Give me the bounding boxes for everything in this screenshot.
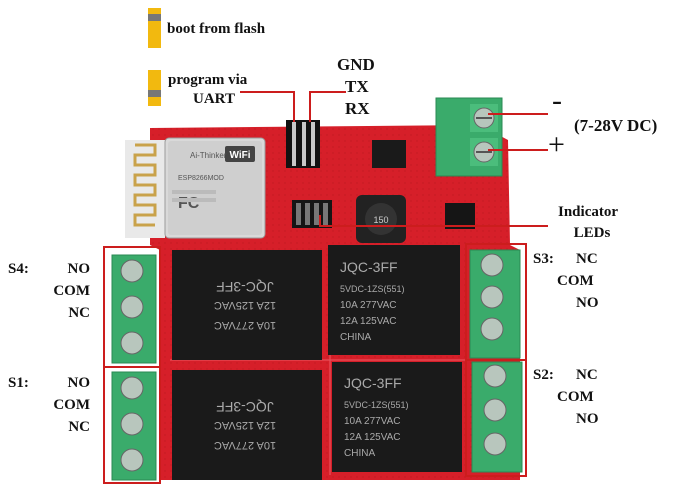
s3-pin-1: NC <box>576 251 598 267</box>
svg-text:12A 125VAC: 12A 125VAC <box>214 419 276 431</box>
svg-text:10A 277VAC: 10A 277VAC <box>340 300 397 311</box>
s3-pin-2: COM <box>557 273 594 289</box>
s2-pin-3: NO <box>576 411 599 427</box>
relay-top-right: JQC-3FF 5VDC-1ZS(551) 10A 277VAC 12A 125… <box>328 245 460 355</box>
terminal-block-s2 <box>471 361 523 473</box>
terminal-block-s4 <box>111 254 157 364</box>
plus-sign: + <box>548 128 565 161</box>
s4-pin-3: NC <box>68 305 90 321</box>
uart-label: UART <box>193 91 235 107</box>
svg-text:12A 125VAC: 12A 125VAC <box>344 432 401 443</box>
s2-pin-2: COM <box>557 389 594 405</box>
terminal-block-s1 <box>111 371 157 481</box>
minus-sign: - <box>552 84 562 117</box>
s1-pin-3: NC <box>68 419 90 435</box>
terminal-outlines <box>103 243 527 484</box>
rx-label: RX <box>345 99 370 118</box>
svg-text:12A 125VAC: 12A 125VAC <box>340 316 397 327</box>
s1-pin-1: NO <box>67 375 91 391</box>
svg-text:CHINA: CHINA <box>344 448 375 459</box>
svg-text:JQC-3FF: JQC-3FF <box>344 375 402 391</box>
s4-label: S4: <box>8 261 29 277</box>
jumper-legend <box>148 8 161 106</box>
leds-label: LEDs <box>573 225 611 241</box>
svg-text:CHINA: CHINA <box>340 332 371 343</box>
svg-text:JQC-3FF: JQC-3FF <box>216 279 274 295</box>
voltage-label: (7-28V DC) <box>574 116 658 135</box>
tx-label: TX <box>345 77 369 96</box>
s4-pin-1: NO <box>67 261 91 277</box>
esp-antenna <box>125 140 165 238</box>
smd-components: 150 <box>292 140 475 243</box>
svg-text:FC: FC <box>178 195 200 212</box>
leader-lines <box>240 91 548 227</box>
relay-top-left: 10A 277VAC 12A 125VAC JQC-3FF <box>172 250 322 360</box>
svg-text:150: 150 <box>373 215 388 225</box>
svg-text:WiFi: WiFi <box>229 150 250 161</box>
svg-text:ESP8266MOD: ESP8266MOD <box>178 175 224 182</box>
svg-text:JQC-3FF: JQC-3FF <box>340 259 398 275</box>
svg-text:12A 125VAC: 12A 125VAC <box>214 299 276 311</box>
s2-pin-1: NC <box>576 367 598 383</box>
svg-text:10A 277VAC: 10A 277VAC <box>214 319 276 331</box>
s3-label: S3: <box>533 251 554 267</box>
svg-text:Ai-Thinker: Ai-Thinker <box>190 151 227 160</box>
power-terminal-block <box>435 97 503 177</box>
s1-pin-2: COM <box>53 397 90 413</box>
s2-label: S2: <box>533 367 554 383</box>
boot-from-flash-label: boot from flash <box>167 21 266 37</box>
program-via-label: program via <box>168 72 248 88</box>
svg-text:10A 277VAC: 10A 277VAC <box>344 416 401 427</box>
s1-label: S1: <box>8 375 29 391</box>
uart-pin-header <box>286 120 320 168</box>
s3-pin-3: NO <box>576 295 599 311</box>
svg-text:5VDC-1ZS(551): 5VDC-1ZS(551) <box>344 400 409 410</box>
s4-pin-2: COM <box>53 283 90 299</box>
svg-text:JQC-3FF: JQC-3FF <box>216 399 274 415</box>
terminal-block-s3 <box>469 249 521 359</box>
indicator-label: Indicator <box>558 204 618 220</box>
gnd-label: GND <box>337 55 375 74</box>
esp8266-module: WiFi Ai-Thinker ESP8266MOD FC <box>164 137 266 239</box>
svg-text:5VDC-1ZS(551): 5VDC-1ZS(551) <box>340 284 405 294</box>
relay-bottom-left: 10A 277VAC 12A 125VAC JQC-3FF <box>172 370 322 480</box>
svg-text:10A 277VAC: 10A 277VAC <box>214 439 276 451</box>
relay-bottom-right: JQC-3FF 5VDC-1ZS(551) 10A 277VAC 12A 125… <box>332 362 462 472</box>
